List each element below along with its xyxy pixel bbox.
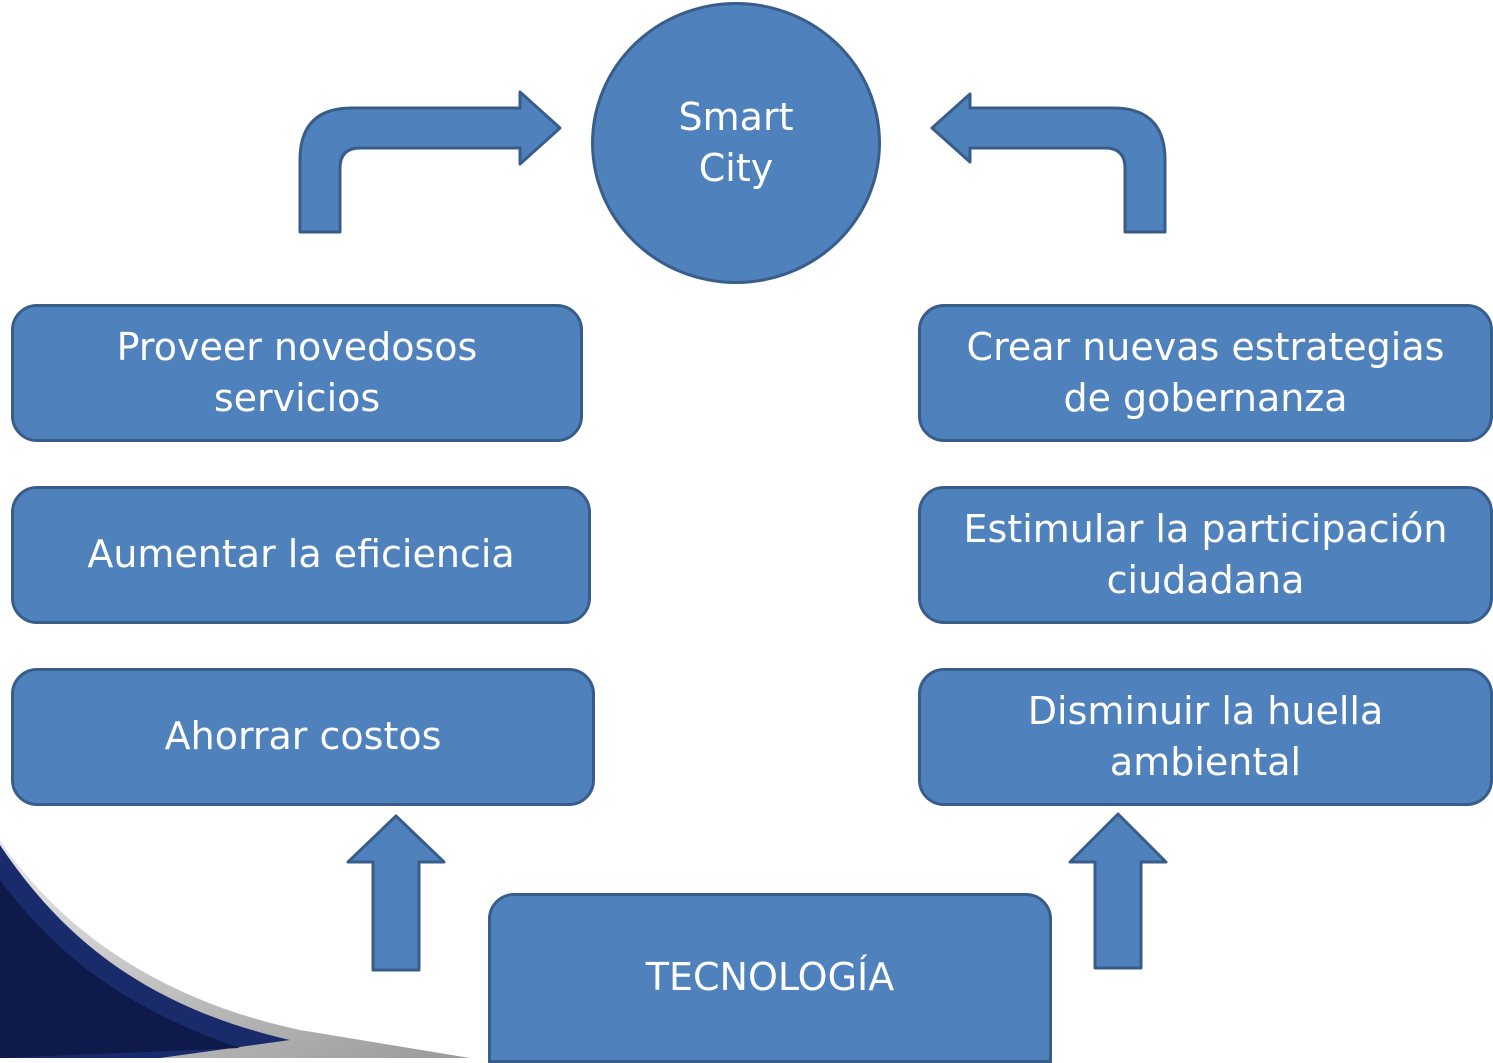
box-proveer-servicios: Proveer novedosos servicios bbox=[11, 304, 583, 442]
box-estimular-participacion: Estimular la participación ciudadana bbox=[918, 486, 1493, 624]
curved-arrow-right-icon bbox=[930, 92, 1167, 234]
curved-arrow-left-icon bbox=[298, 90, 562, 234]
box-disminuir-huella: Disminuir la huella ambiental bbox=[918, 668, 1493, 806]
box-label-line1: Ahorrar costos bbox=[164, 714, 442, 759]
box-label-line2: servicios bbox=[213, 376, 381, 420]
box-tecnologia: TECNOLOGÍA bbox=[488, 893, 1052, 1063]
box-crear-estrategias: Crear nuevas estrategias de gobernanza bbox=[918, 304, 1493, 442]
smart-city-node: Smart City bbox=[591, 2, 881, 284]
box-label-line1: Estimular la participación bbox=[963, 506, 1448, 551]
up-arrow-left-icon bbox=[346, 814, 446, 972]
box-label-line2: ambiental bbox=[1109, 740, 1302, 784]
box-aumentar-eficiencia: Aumentar la eficiencia bbox=[11, 486, 591, 624]
up-arrow-right-icon bbox=[1068, 812, 1168, 970]
box-label-line2: de gobernanza bbox=[1063, 376, 1348, 420]
smart-city-line1: Smart bbox=[678, 94, 794, 139]
box-ahorrar-costos: Ahorrar costos bbox=[11, 668, 595, 806]
box-label-line1: Aumentar la eficiencia bbox=[87, 532, 515, 577]
box-label-line1: Disminuir la huella bbox=[1027, 688, 1384, 733]
box-label-line2: ciudadana bbox=[1106, 558, 1305, 602]
tecnologia-label: TECNOLOGÍA bbox=[645, 955, 895, 1000]
smart-city-line2: City bbox=[698, 146, 774, 190]
box-label-line1: Proveer novedosos bbox=[116, 324, 478, 369]
box-label-line1: Crear nuevas estrategias bbox=[966, 324, 1445, 369]
